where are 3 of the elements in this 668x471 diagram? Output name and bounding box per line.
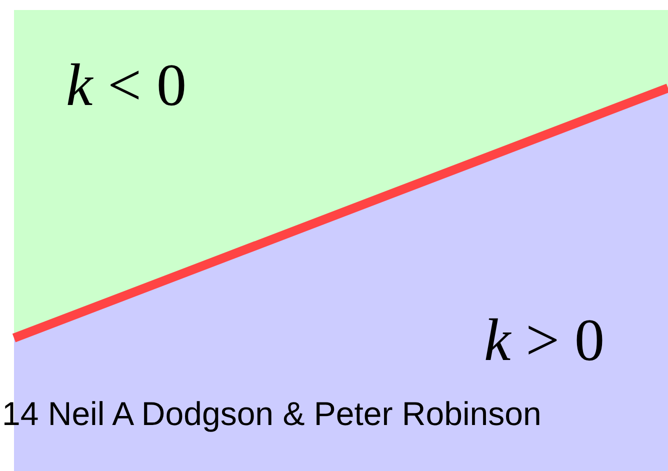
footer-text: 14 Neil A Dodgson & Peter Robinson bbox=[2, 397, 542, 430]
region-label: k > 0 bbox=[484, 310, 604, 370]
region-label: k < 0 bbox=[66, 55, 186, 115]
